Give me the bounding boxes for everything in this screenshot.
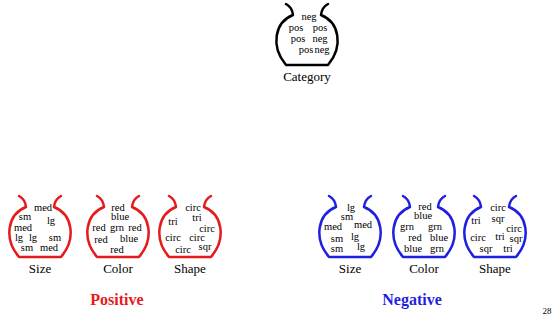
jar-word: circ — [470, 233, 486, 244]
jar-word: tri — [471, 216, 480, 227]
jar-word: tri — [192, 213, 201, 224]
jar-word: grn — [430, 244, 444, 255]
jar: Categorynegposposposnegposneg — [272, 3, 342, 87]
jar-word: lg — [47, 216, 55, 227]
jar-word: lg — [15, 233, 23, 244]
jar-word: sm — [331, 234, 343, 245]
jar: Shapecirctrisqrcirccirctrisqrsqrtri — [460, 195, 530, 279]
jar-heading: Shape — [479, 262, 511, 275]
jar-word: med — [354, 220, 372, 231]
jar-word: circ — [185, 203, 201, 214]
jar-word: neg — [301, 12, 316, 23]
jar-word: blue — [414, 211, 432, 222]
jar-word: blue — [430, 233, 448, 244]
jar-word: pos — [291, 34, 306, 45]
jar-word: pos — [299, 45, 314, 56]
jar-word: sm — [331, 244, 343, 255]
jar-word: med — [14, 223, 32, 234]
jar-word: circ — [175, 245, 191, 256]
jar-word: sqr — [480, 244, 493, 255]
jar-word: med — [34, 203, 52, 214]
jar-word: med — [324, 222, 342, 233]
jar-heading: Size — [339, 262, 361, 275]
jar: Colorredblueredgrnredredbluered — [83, 195, 153, 279]
jar-heading: Color — [103, 262, 133, 275]
jar-heading: Category — [283, 70, 331, 83]
jar-word: circ — [490, 203, 506, 214]
jar-word: sm — [19, 212, 31, 223]
jar-word: red — [110, 245, 123, 256]
jar-word: tri — [503, 244, 512, 255]
jar-heading: Color — [409, 262, 439, 275]
jar-word: sm — [341, 212, 353, 223]
jar-word: neg — [312, 34, 327, 45]
jar-heading: Size — [29, 262, 51, 275]
jar-word: blue — [404, 244, 422, 255]
jar-word: lg — [29, 233, 37, 244]
jar: Sizelgsmmedmedsmlgsmlg — [315, 195, 385, 279]
group-label: Negative — [382, 292, 442, 308]
jar: Colorredbluegrngrnredbluebluegrn — [389, 195, 459, 279]
jar-word: pos — [313, 23, 328, 34]
jar-word: grn — [110, 223, 124, 234]
page-number: 28 — [543, 307, 552, 316]
jar-word: blue — [120, 234, 138, 245]
jar-word: lg — [357, 242, 365, 253]
jar-word: sqr — [510, 234, 523, 245]
jar-word: red — [94, 235, 107, 246]
jar-word: circ — [165, 233, 181, 244]
jar-word: red — [128, 223, 141, 234]
jar-word: neg — [314, 45, 329, 56]
jar: Sizemedsmlgmedlglgsmsmmed — [5, 195, 75, 279]
jar-word: circ — [506, 224, 522, 235]
group-label: Positive — [90, 292, 143, 308]
jar-word: tri — [495, 232, 504, 243]
jar-word: sqr — [492, 214, 505, 225]
jar-heading: Shape — [174, 262, 206, 275]
jar-word: red — [92, 223, 105, 234]
jar-word: med — [40, 243, 58, 254]
jar-word: red — [408, 233, 421, 244]
jar-word: grn — [400, 222, 414, 233]
jar: Shapecirctritricirccirccirccircsqr — [155, 195, 225, 279]
jar-word: pos — [289, 23, 304, 34]
jar-word: grn — [428, 222, 442, 233]
jar-word: blue — [111, 212, 129, 223]
jar-word: sqr — [199, 242, 212, 253]
jar-word: sm — [49, 233, 61, 244]
jar-word: tri — [168, 217, 177, 228]
jar-word: lg — [351, 232, 359, 243]
jar-word: sm — [21, 243, 33, 254]
